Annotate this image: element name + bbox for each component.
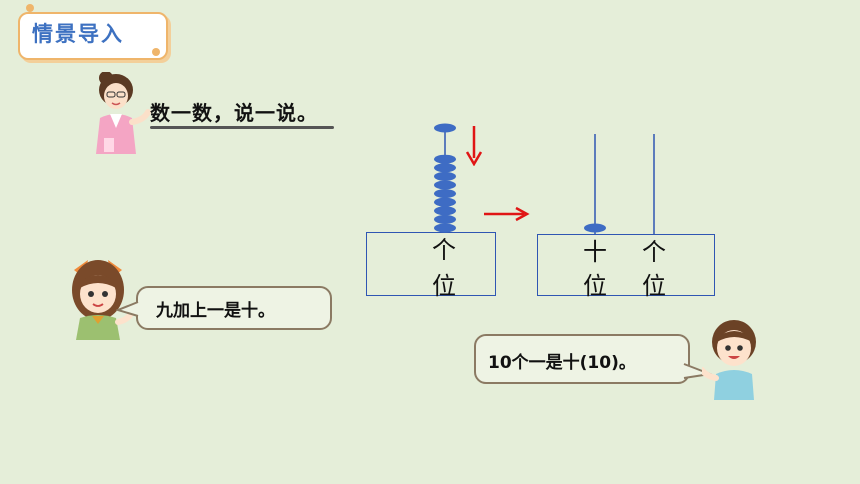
- boy-illustration: [702, 320, 756, 400]
- abacus-bead: [434, 163, 456, 173]
- abacus-left-box: [366, 232, 496, 296]
- girl-speech: 九加上一是十。: [156, 301, 275, 321]
- arrow-down-icon: [465, 126, 483, 166]
- girl-speech-bubble: [136, 286, 332, 330]
- abacus-bead: [434, 206, 456, 216]
- abacus-bead: [434, 154, 456, 164]
- abacus-bead: [434, 197, 456, 207]
- girl-bubble-tail: [116, 301, 139, 317]
- abacus-left-beads: [434, 123, 456, 233]
- abacus-bead: [434, 189, 456, 199]
- tens-label-bottom: 位: [583, 272, 607, 300]
- badge-dot-left: [26, 4, 34, 12]
- tens-label-top: 十: [583, 238, 607, 266]
- boy-speech: 10个一是十(10)。: [488, 353, 636, 373]
- speech-underline: [150, 126, 334, 129]
- teacher-speech: 数一数，说一说。: [150, 101, 318, 125]
- moving-bead: [434, 123, 456, 133]
- ones-label-bottom: 位: [642, 272, 666, 300]
- girl-illustration: [72, 260, 135, 340]
- abacus-bead: [434, 214, 456, 224]
- abacus-left-label-top: 个: [432, 236, 456, 264]
- page-title: 情景导入: [32, 22, 124, 46]
- ones-label-top: 个: [642, 238, 666, 266]
- abacus-left-label-bottom: 位: [432, 272, 456, 300]
- title-badge: [18, 12, 168, 60]
- abacus-right-box: [537, 234, 715, 296]
- abacus-bead: [434, 171, 456, 181]
- boy-speech-bubble: [474, 334, 690, 384]
- badge-dot-right: [152, 48, 160, 56]
- arrow-right-icon: [484, 206, 530, 222]
- teacher-illustration: [96, 72, 151, 154]
- abacus-right-rods: [584, 134, 655, 234]
- abacus-bead: [434, 223, 456, 233]
- abacus-bead: [434, 180, 456, 190]
